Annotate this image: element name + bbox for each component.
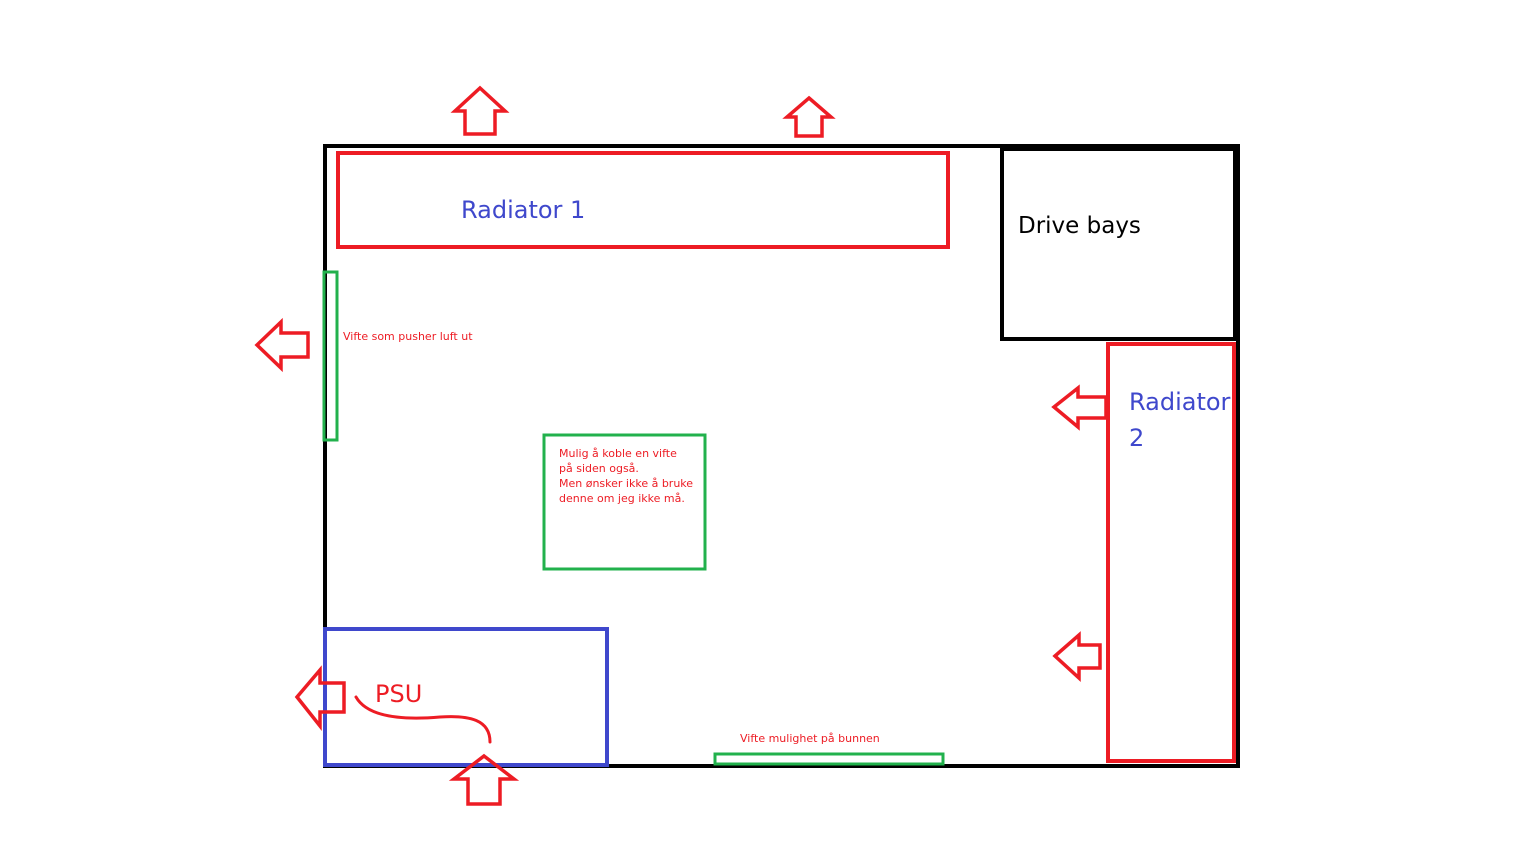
middle-fan-box (542, 433, 707, 571)
psu-airflow-curve (354, 695, 492, 744)
side-fan-box (322, 270, 339, 442)
arrow-up-icon-top-left (450, 85, 510, 136)
radiator-2-label-line1: Radiator (1129, 388, 1231, 416)
middle-fan-label-line1: Mulig å koble en vifte (559, 447, 677, 460)
case-outline (323, 144, 1240, 768)
arrow-left-icon-radiator-2-upper (1051, 384, 1108, 431)
radiator-1-box (336, 151, 950, 249)
radiator-1-label: Radiator 1 (461, 196, 585, 224)
drive-bays-box (1000, 147, 1237, 341)
radiator-2-box (1106, 342, 1236, 763)
drive-bays-label: Drive bays (1018, 213, 1141, 239)
arrow-left-icon-side-fan (254, 317, 310, 373)
middle-fan-label-line2: på siden også. (559, 462, 639, 475)
radiator-2-label-line2: 2 (1129, 424, 1144, 452)
psu-label: PSU (375, 680, 422, 708)
middle-fan-label-line3: Men ønsker ikke å bruke (559, 477, 693, 490)
arrow-left-icon-psu (294, 665, 346, 732)
arrow-up-icon-top-right (782, 95, 836, 138)
side-fan-label: Vifte som pusher luft ut (343, 330, 473, 343)
bottom-fan-box (713, 752, 945, 766)
psu-box (323, 627, 609, 767)
middle-fan-label-line4: denne om jeg ikke må. (559, 492, 685, 505)
bottom-fan-label: Vifte mulighet på bunnen (740, 732, 880, 745)
arrow-left-icon-radiator-2-lower (1052, 631, 1102, 682)
arrow-up-icon-psu-bottom (448, 753, 520, 806)
